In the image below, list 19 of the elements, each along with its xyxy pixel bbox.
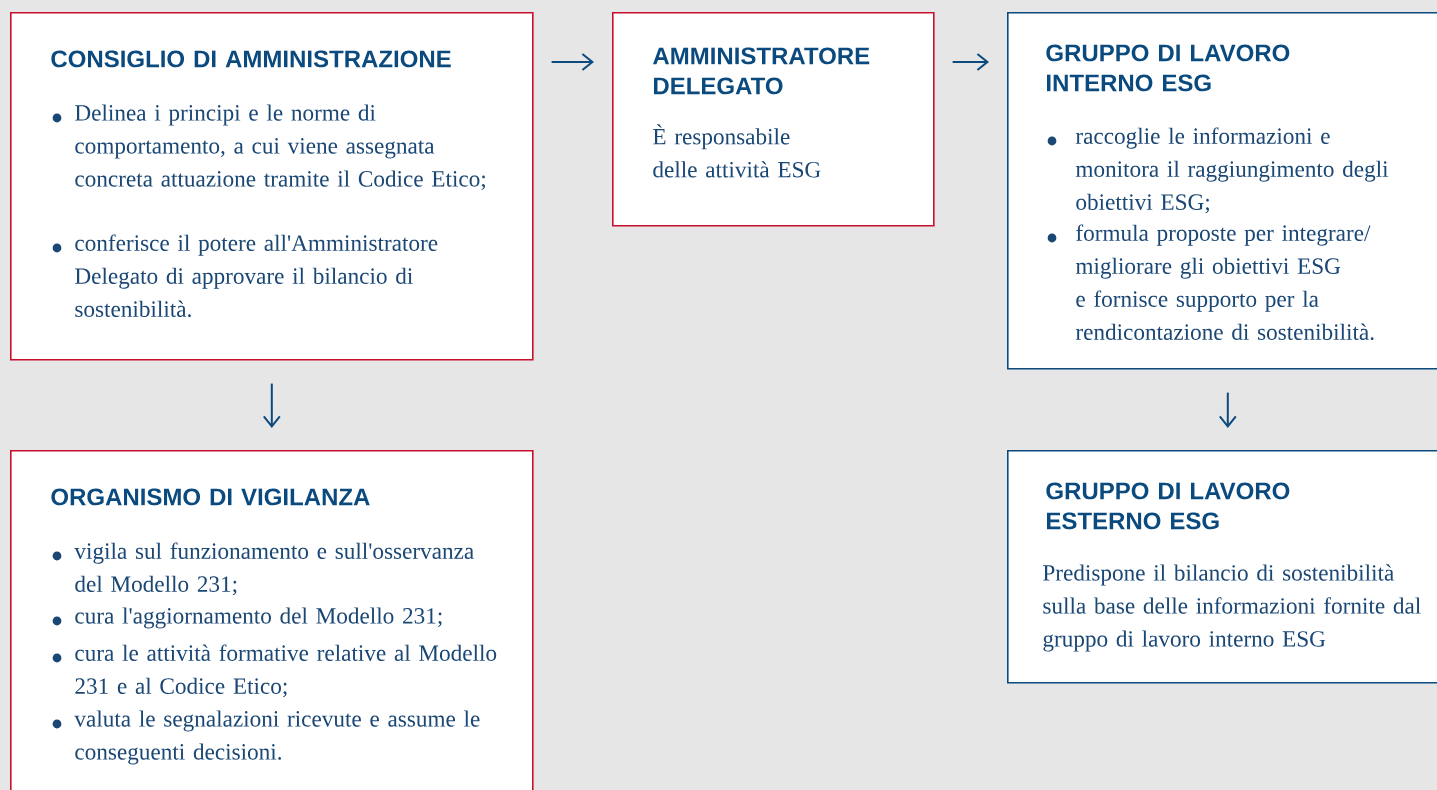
arrow [550,53,594,71]
bullet-item: Delinea i principi e le norme di comportamento, a cui viene assegnata concreta attuazione tramite il Codice Etico; [52,104,485,191]
heading: GRUPPO DI LAVORO ESTERNO ESG [1046,482,1290,530]
bullet-item: formula proposte per integrare/ migliorare gli obiettivi ESG e fornisce supporto per la rendicontazione di sostenibilità. [1047,224,1374,341]
arrow [1218,391,1237,428]
arrow [262,382,281,428]
bullet-item: cura le attività formative relative al Modello 231 e al Codice Etico; [52,644,497,698]
bullet-item: valuta le segnalazioni ricevute e assume le conseguenti decisioni. [52,710,480,765]
body-text: È responsabile delle attività ESG [653,124,821,178]
heading: ORGANISMO DI VIGILANZA [51,488,370,506]
bullet-item: vigila sul funzionamento e sull'osservanza del Modello 231; [52,542,474,596]
bullet-item: raccoglie le informazioni e monitora il raggiungimento degli obiettivi ESG; [1047,127,1389,214]
bullet-item: cura l'aggiornamento del Modello 231; [52,607,442,629]
body-text: Predispone il bilancio di sostenibilità sulla base delle informazioni fornite dal gruppo di lavoro interno ESG [1043,564,1421,652]
arrow [951,53,989,71]
heading: GRUPPO DI LAVORO INTERNO ESG [1046,44,1290,92]
heading: AMMINISTRATORE DELEGATO [653,47,870,95]
heading: CONSIGLIO DI AMMINISTRAZIONE [51,50,451,68]
bullet-item: conferisce il potere all'Amministratore Delegato di approvare il bilancio di sostenibilità. [52,234,438,318]
